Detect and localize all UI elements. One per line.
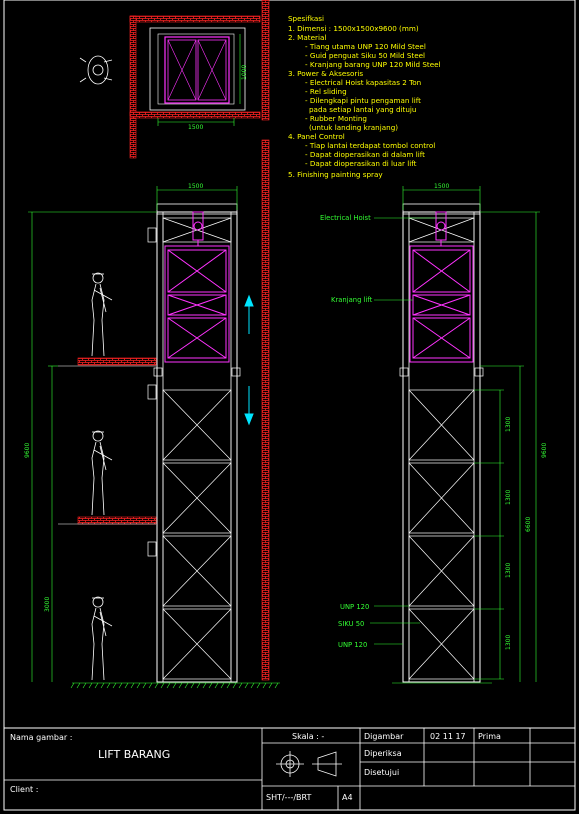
spec-heading: Spesifkasi xyxy=(288,14,324,23)
spec-line: 5. Finishing painting spray xyxy=(288,170,383,179)
spec-line: - Rel sliding xyxy=(305,87,347,96)
title-block: Nama gambar : LIFT BARANG Client : Skala… xyxy=(3,727,576,811)
label-unp120-top: UNP 120 xyxy=(340,603,369,611)
plan-wall-bottom xyxy=(129,111,261,119)
specification-block: Spesifkasi 1. Dimensi : 1500x1500x9600 (… xyxy=(288,14,441,179)
electrical-hoist xyxy=(192,211,204,246)
front-width-dim: 1500 xyxy=(188,183,203,190)
side-width-dim: 1500 xyxy=(434,183,449,190)
person-floor3-icon xyxy=(91,272,113,357)
spec-line: - Kranjang barang UNP 120 Mild Steel xyxy=(305,60,441,69)
spec-line: 4. Panel Control xyxy=(288,132,345,141)
segment-dim-2: 1300 xyxy=(505,490,512,505)
lift-direction-arrows xyxy=(244,294,254,426)
spec-line: 2. Material xyxy=(288,33,326,42)
lift-basket xyxy=(164,245,230,363)
spec-line: - Guid penguat Siku 50 Mild Steel xyxy=(305,51,425,60)
spec-line: 1. Dimensi : 1500x1500x9600 (mm) xyxy=(288,24,419,33)
ground-left xyxy=(70,682,280,689)
plan-wall-right xyxy=(261,0,270,121)
segment-dim-1: 1300 xyxy=(505,417,512,432)
sheet-border xyxy=(3,0,576,811)
label-kranjang-lift: Kranjang lift xyxy=(331,296,373,304)
person-floor2-icon xyxy=(91,430,113,516)
diperiksa-label: Diperiksa xyxy=(364,749,402,758)
lift-basket-side xyxy=(409,245,474,363)
spec-line: - Dapat dioperasikan di dalam lift xyxy=(305,150,425,159)
segment-dim-4: 1300 xyxy=(505,635,512,650)
spec-line: - Tiap lantai terdapat tombol control xyxy=(305,141,435,150)
label-siku50: SIKU 50 xyxy=(338,620,364,628)
digambar-label: Digambar xyxy=(364,732,404,741)
drawer-name: Prima xyxy=(478,732,501,741)
elevation-wall xyxy=(261,139,270,681)
plan-wall-top xyxy=(129,15,261,23)
floor-slab-upper xyxy=(77,357,157,366)
right-elevation: Electrical Hoist Kranjang lift UNP 120 S… xyxy=(320,183,548,684)
total-height-dim-right: 9600 xyxy=(541,443,548,458)
plan-basket xyxy=(164,36,230,104)
floor-slab-middle xyxy=(77,516,157,525)
spec-line: - Rubber Monting xyxy=(305,114,367,123)
spec-line: - Tiang utama UNP 120 Mild Steel xyxy=(305,42,426,51)
spec-line: - Dilengkapi pintu pengaman lift xyxy=(305,96,421,105)
spec-line: - Electrical Hoist kapasitas 2 Ton xyxy=(305,78,421,87)
skala-label: Skala : - xyxy=(292,732,324,741)
nama-gambar-label: Nama gambar : xyxy=(10,733,72,742)
frame-height-dim: 6600 xyxy=(525,517,532,532)
spec-line: (untuk landing kranjang) xyxy=(309,123,398,132)
projection-symbol-icon xyxy=(276,751,342,777)
plan-view: 1500 1000 xyxy=(79,0,270,159)
person-plan-icon xyxy=(79,55,113,85)
tower-frame-side xyxy=(402,211,481,683)
drawing-title: LIFT BARANG xyxy=(98,748,170,761)
label-unp120-bottom: UNP 120 xyxy=(338,641,367,649)
sheet-number: SHT/---/BRT xyxy=(266,793,311,802)
floor-height-dim: 3000 xyxy=(44,597,51,612)
segment-dim-3: 1300 xyxy=(505,563,512,578)
spec-line: 3. Power & Aksesoris xyxy=(288,69,363,78)
total-height-dim-left: 9600 xyxy=(24,443,31,458)
left-elevation: 1500 9600 3000 xyxy=(24,139,280,689)
disetujui-label: Disetujui xyxy=(364,768,399,777)
person-floor1-icon xyxy=(91,596,113,681)
tower-frame xyxy=(156,211,238,683)
electrical-hoist-side xyxy=(435,211,447,246)
paper-size: A4 xyxy=(342,793,353,802)
spec-line: - Dapat dioperasikan di luar lift xyxy=(305,159,417,168)
label-electrical-hoist: Electrical Hoist xyxy=(320,214,371,222)
plan-wall-left xyxy=(129,15,137,117)
plan-wall-stub xyxy=(129,117,137,159)
spec-line: pada setiap lantai yang dituju xyxy=(309,105,416,114)
date-value: 02 11 17 xyxy=(430,732,466,741)
plan-width-dim: 1500 xyxy=(188,124,203,131)
plan-depth-dim: 1000 xyxy=(241,65,248,80)
client-label: Client : xyxy=(10,785,38,794)
